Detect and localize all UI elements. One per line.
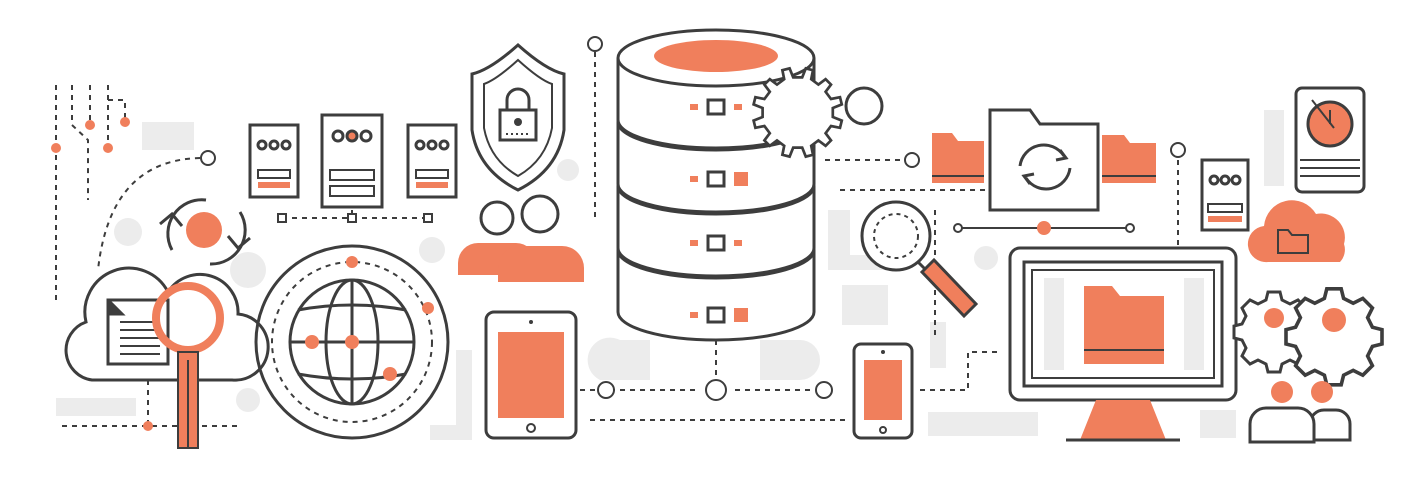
gear-icon <box>752 66 884 159</box>
cloud-folder-icon <box>1247 200 1345 263</box>
connection-dots <box>51 36 1186 431</box>
cloud-document-magnifier-icon <box>64 266 270 449</box>
smartphone-icon <box>852 342 914 440</box>
gears-icon <box>1232 286 1384 387</box>
hard-drive-icon <box>1294 86 1366 194</box>
background-shapes <box>56 110 1284 440</box>
globe-network-icon <box>254 244 450 440</box>
users-icon <box>458 194 584 282</box>
shield-lock-icon <box>470 42 566 192</box>
user-pair-icon <box>1248 381 1352 444</box>
sync-arrows-icon <box>159 198 251 266</box>
server-rack-icon <box>1200 158 1250 232</box>
tablet-icon <box>484 310 578 440</box>
hub-nodes <box>597 379 833 401</box>
server-rack-icon <box>248 113 458 209</box>
desktop-monitor-icon <box>1008 246 1238 442</box>
magnifier-icon <box>860 200 979 319</box>
folder-sync-icon <box>932 108 1156 235</box>
